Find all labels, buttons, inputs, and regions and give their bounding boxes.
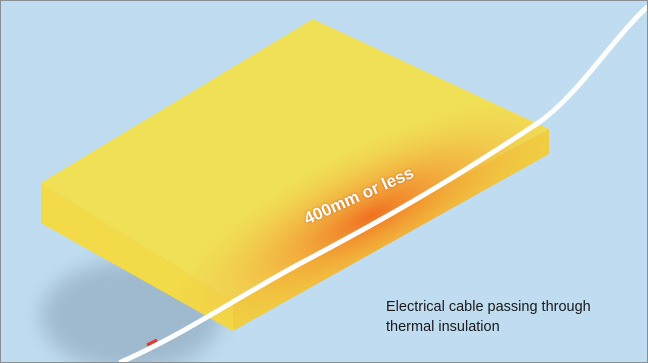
caption-line-1: Electrical cable passing through [386,299,591,315]
heat-glow [172,98,549,331]
insulation-top-face [41,19,549,301]
caption-line-2: thermal insulation [386,319,500,335]
insulation-block [41,19,549,331]
cable-end-marker [146,338,158,347]
caption: Electrical cable passing through thermal… [386,297,591,337]
electrical-cable [118,4,647,362]
